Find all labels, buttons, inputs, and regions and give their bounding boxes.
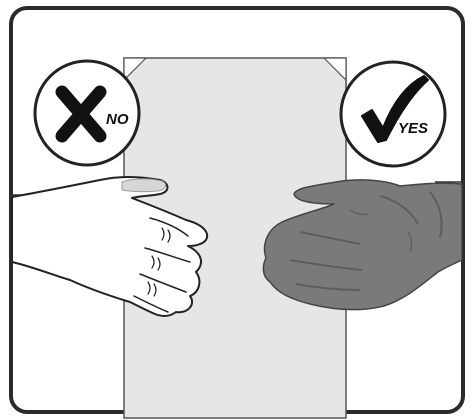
yes-label: YES bbox=[398, 120, 428, 137]
no-badge: NO bbox=[33, 59, 141, 167]
check-icon bbox=[361, 75, 429, 143]
bare-thumb bbox=[121, 178, 166, 193]
no-label: NO bbox=[106, 111, 129, 128]
yes-badge: YES bbox=[339, 60, 447, 168]
cross-icon bbox=[55, 85, 107, 143]
gloved-hand bbox=[262, 179, 463, 311]
